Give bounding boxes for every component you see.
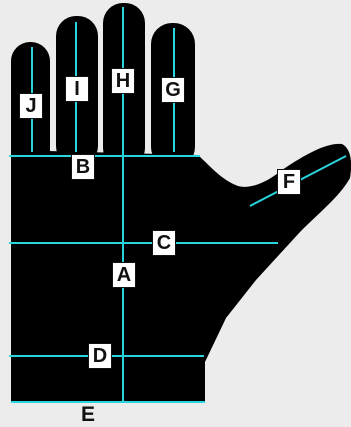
label-d: D bbox=[88, 343, 112, 369]
label-i: I bbox=[65, 76, 89, 102]
label-b: B bbox=[71, 154, 95, 180]
label-c: C bbox=[152, 230, 176, 256]
label-j: J bbox=[19, 93, 43, 119]
label-e: E bbox=[76, 404, 100, 426]
label-g: G bbox=[161, 77, 185, 103]
glove-silhouette bbox=[11, 3, 351, 402]
label-h: H bbox=[111, 68, 135, 94]
label-f: F bbox=[277, 169, 301, 195]
label-a: A bbox=[112, 262, 136, 288]
